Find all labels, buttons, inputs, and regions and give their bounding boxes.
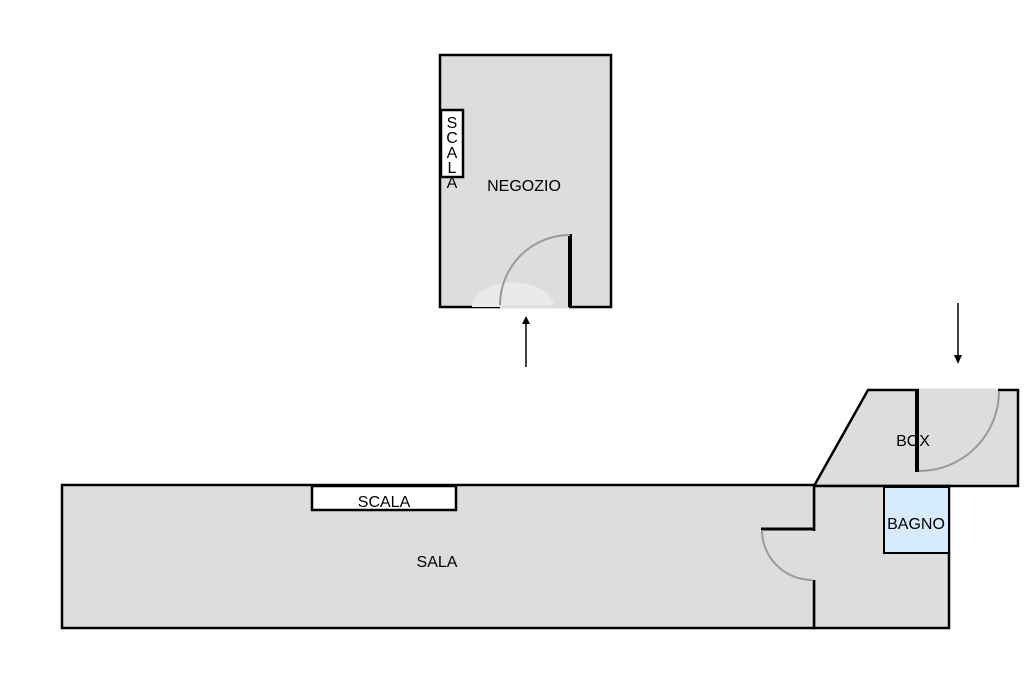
arrow-down-head [954, 355, 962, 364]
entry-arrow-up [522, 316, 530, 367]
room-bagno: BAGNO [883, 486, 950, 554]
negozio-door-light [472, 282, 554, 307]
arrow-up-head [522, 316, 530, 324]
negozio-floor [438, 53, 613, 309]
sala-door-swing [761, 529, 813, 581]
room-sala: SCALA SALA [60, 483, 816, 630]
stair-letter-1: S [447, 115, 458, 132]
room-box: BOX [811, 388, 1020, 488]
bagno-floor [883, 486, 950, 554]
negozio-door-swing [499, 234, 571, 306]
sala-stair-label: SCALA [358, 494, 411, 511]
room-negozio: S C A L A NEGOZIO [438, 53, 613, 309]
entry-arrow-down [954, 303, 962, 364]
negozio-stair-letters: S C A L A [446, 115, 458, 192]
stair-letter-4: L [448, 160, 457, 177]
room-label-bagno: BAGNO [887, 516, 945, 533]
sala-stair [310, 484, 458, 512]
stair-letter-2: C [446, 130, 458, 147]
stair-letter-3: A [447, 145, 458, 162]
stair-letter-5: A [447, 175, 458, 192]
negozio-stair [439, 108, 465, 179]
room-label-negozio: NEGOZIO [487, 178, 561, 195]
room-label-box: BOX [896, 433, 930, 450]
room-label-sala: SALA [417, 554, 458, 571]
box-door-swing [918, 390, 1000, 472]
